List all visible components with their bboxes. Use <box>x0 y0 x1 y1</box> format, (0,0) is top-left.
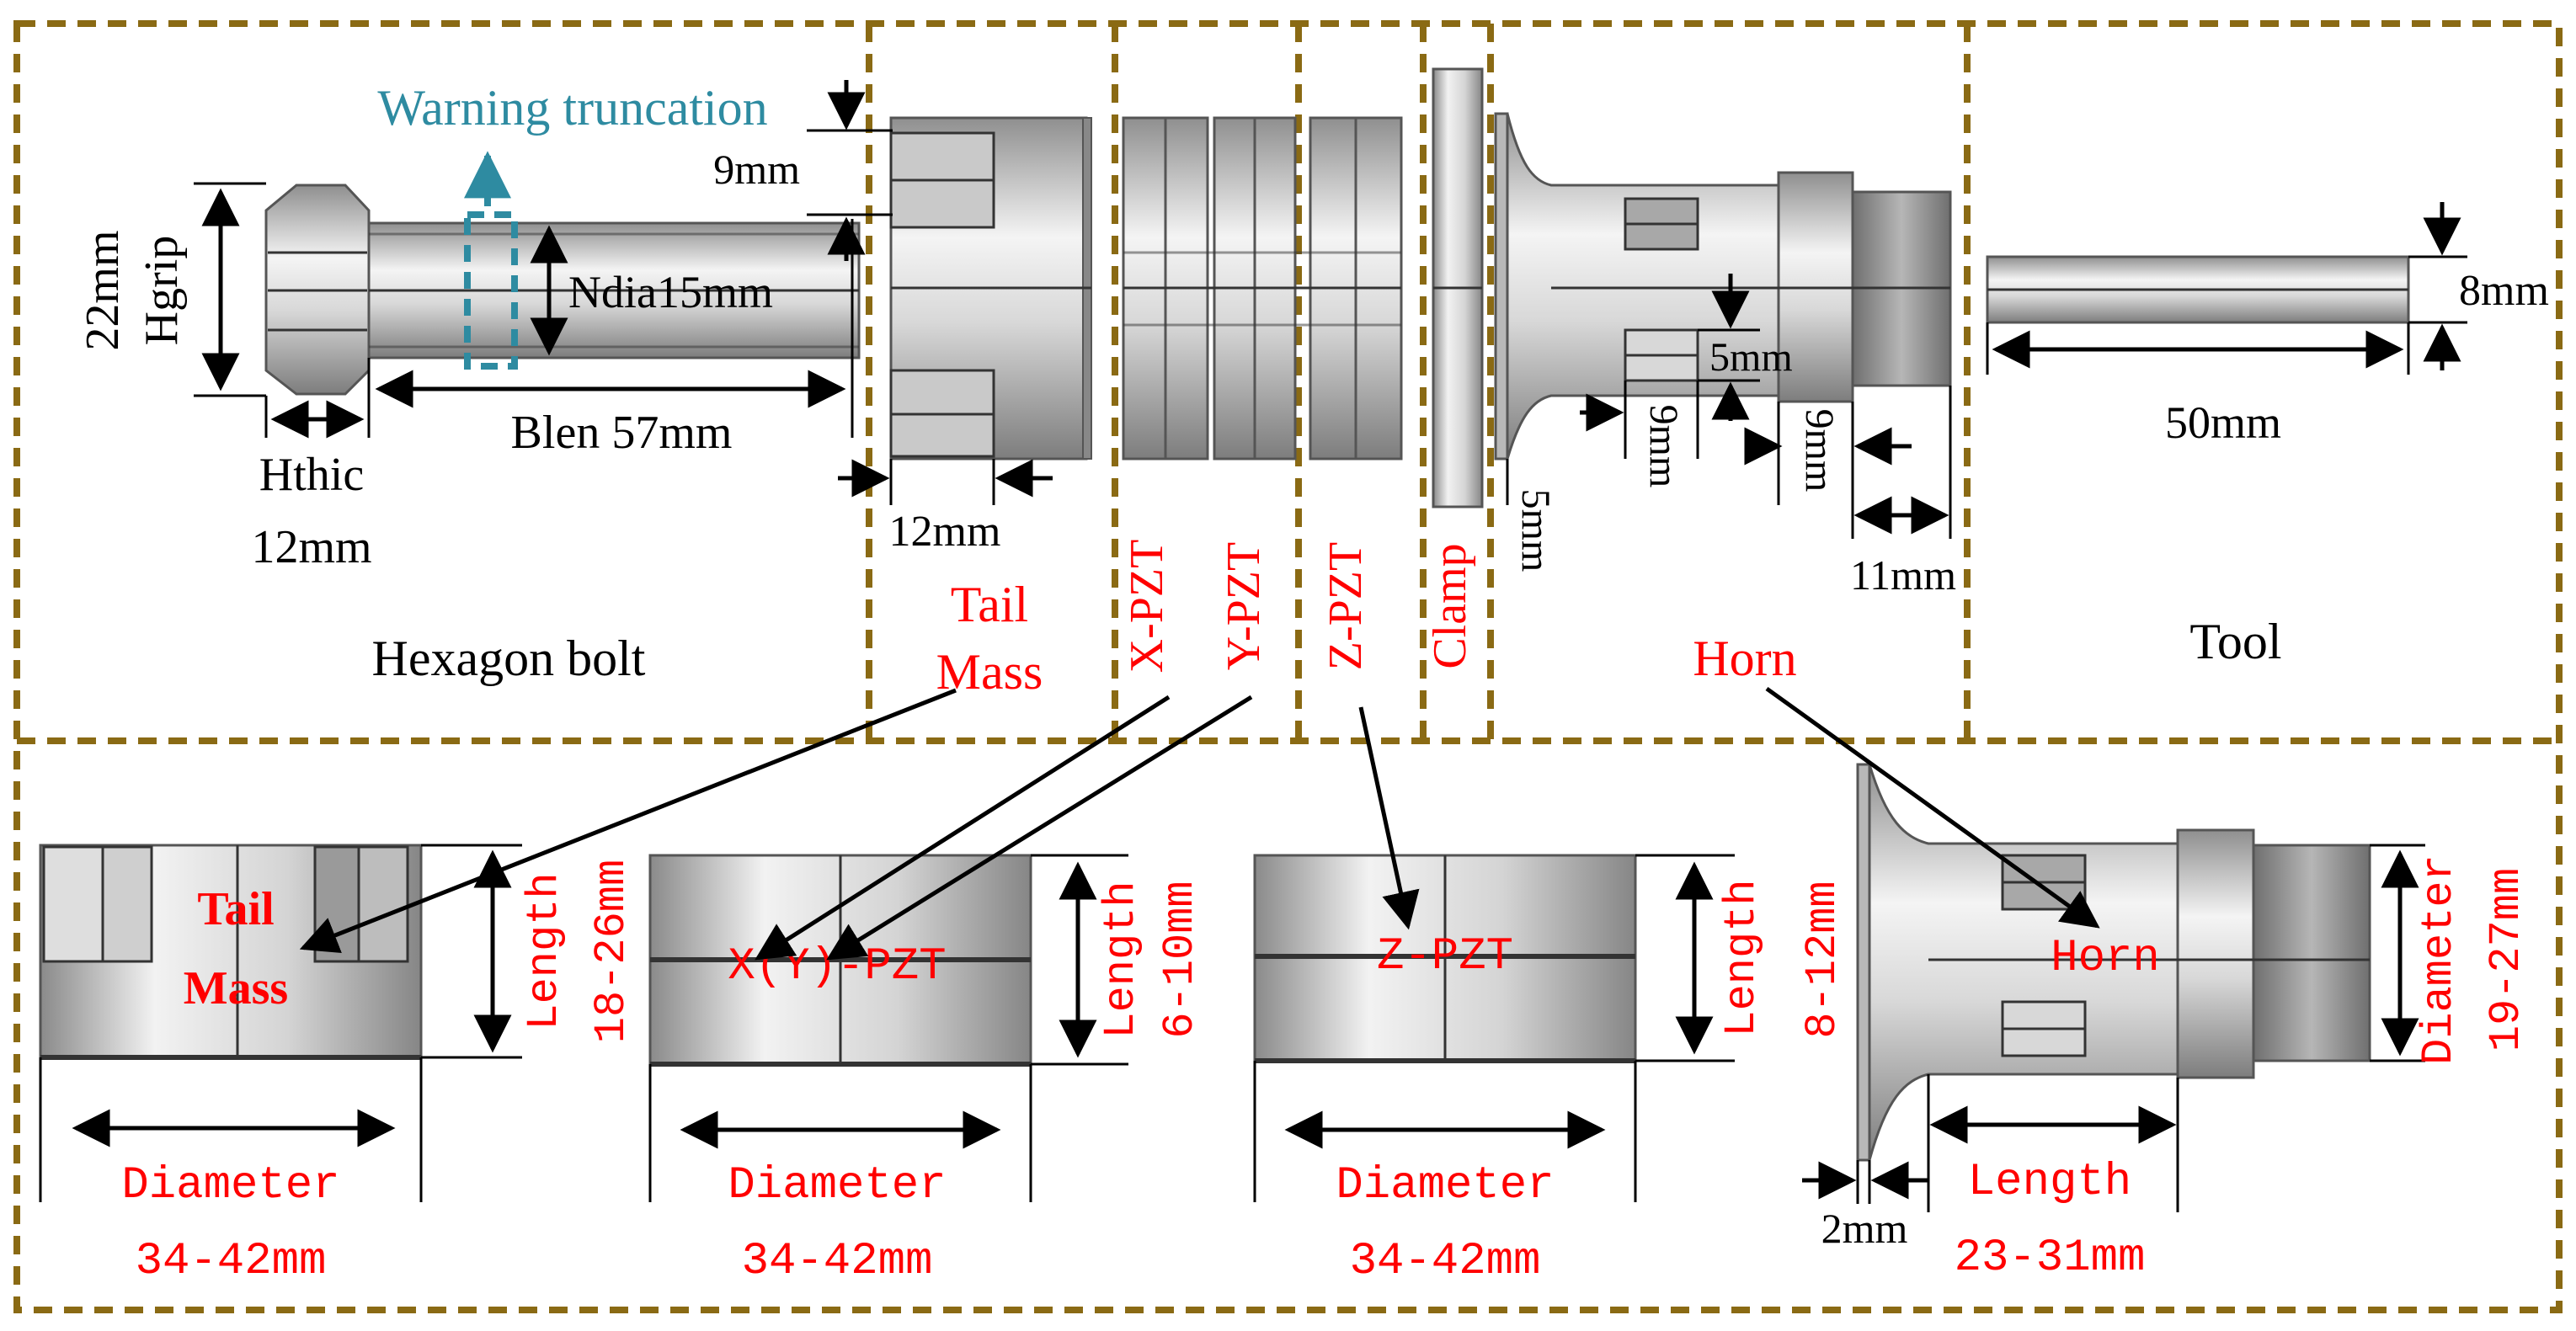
z-pzt-length-label: Length <box>1717 879 1767 1036</box>
section-frames <box>13 20 2563 1313</box>
leader-tail-mass <box>299 688 957 954</box>
z-pzt-name: Z-PZT <box>1377 931 1513 982</box>
pzt-stack-top: X-PZT Y-PZT Z-PZT <box>1121 116 1403 673</box>
horn-detail-collar <box>2176 828 2255 1079</box>
leader-horn <box>1765 686 2100 929</box>
horn-dim-5mm-flange: 5mm <box>1513 489 1558 572</box>
horn-dia-label: Diameter <box>2414 855 2464 1065</box>
hthic-label: Hthic <box>259 449 364 501</box>
tail-mass-detail-name-line1: Tail <box>197 883 274 935</box>
warning-truncation-label: Warning truncation <box>377 80 767 136</box>
xy-pzt-dia-label: Diameter <box>728 1160 946 1211</box>
horn-name-top: Horn <box>1693 631 1796 686</box>
tail-mass-length-label: Length <box>520 872 569 1030</box>
xy-pzt-detail: X(Y)-PZT Length 6-10mm Diameter 34-42mm <box>648 854 1205 1287</box>
z-pzt-label: Z-PZT <box>1320 542 1372 670</box>
tail-mass-detail-slot-2 <box>101 845 153 963</box>
tool-dim-8mm: 8mm <box>2459 267 2549 315</box>
z-pzt-dia-range: 34-42mm <box>1350 1236 1541 1287</box>
xy-pzt-length-label: Length <box>1096 881 1146 1038</box>
hexagon-bolt-name: Hexagon bolt <box>372 631 646 686</box>
tail-mass-top: 9mm 12mm Tail Mass <box>713 80 1092 700</box>
leader-x-pzt <box>755 695 1171 961</box>
horn-detail-tip <box>2252 844 2371 1062</box>
tail-mass-detail: Tail Mass Length 18-26mm Diameter 34-42m… <box>39 844 637 1287</box>
clamp-top: Clamp <box>1424 67 1484 669</box>
y-pzt-label: Y-PZT <box>1218 542 1270 670</box>
tail-mass-dia-label: Diameter <box>121 1160 339 1211</box>
horn-top: 5mm 5mm 9mm 9mm 11mm Horn <box>1494 112 1956 686</box>
tool-top: 8mm 50mm Tool <box>1986 202 2549 669</box>
leader-y-pzt <box>826 695 1253 961</box>
ndia-label: Ndia15mm <box>568 267 773 317</box>
tail-mass-length-range: 18-26mm <box>587 860 637 1043</box>
hgrip-value: 22mm <box>77 230 129 350</box>
hgrip-label: Hgrip <box>136 236 188 346</box>
clamp-label: Clamp <box>1424 543 1476 668</box>
z-pzt-detail: Z-PZT Length Diameter 34-42mm <box>1253 854 1767 1287</box>
tail-mass-dim-9mm: 9mm <box>713 146 800 193</box>
truncation-zone <box>464 211 518 370</box>
horn-detail: Horn 8-12mm 2mm Length 23-31mm Diameter … <box>1798 763 2531 1284</box>
z-pzt-dia-label: Diameter <box>1336 1160 1554 1211</box>
horn-length-label: Length <box>1968 1157 2131 1208</box>
horn-length-range: 23-31mm <box>1955 1233 2146 1284</box>
horn-dia-range: 19-27mm <box>2482 868 2531 1051</box>
horn-dim-9mm-slot: 9mm <box>1641 405 1686 488</box>
horn-flange-thickness: 2mm <box>1821 1205 1908 1252</box>
horn-detail-flange <box>1856 763 1871 1162</box>
tail-mass-detail-name-line2: Mass <box>184 962 288 1014</box>
horn-dim-9mm-collar: 9mm <box>1797 409 1842 492</box>
blen-label: Blen 57mm <box>511 407 733 459</box>
outer-frame <box>13 20 2563 1313</box>
tool-name: Tool <box>2189 614 2281 669</box>
horn-flange-range: 8-12mm <box>1798 881 1848 1038</box>
tail-mass-dim-12mm: 12mm <box>889 508 1001 556</box>
horn-dim-5mm-slot: 5mm <box>1709 335 1793 380</box>
tail-mass-detail-slot-3 <box>313 845 360 963</box>
x-pzt-label: X-PZT <box>1121 540 1173 673</box>
horn-dim-11mm: 11mm <box>1850 551 1956 599</box>
horn-flange <box>1494 112 1509 461</box>
horn-detail-name: Horn <box>2051 933 2160 984</box>
tail-mass-name-line1: Tail <box>951 577 1028 632</box>
tail-mass-detail-slot-4 <box>357 845 409 963</box>
tail-mass-detail-slot-1 <box>42 845 104 963</box>
xy-pzt-name: X(Y)-PZT <box>728 941 946 993</box>
hthic-value: 12mm <box>251 521 371 573</box>
xy-pzt-dia-range: 34-42mm <box>742 1236 933 1287</box>
hexagon-bolt: Warning truncation 22mm Hgrip Ndia15mm B… <box>77 80 861 686</box>
leader-arrows <box>299 686 2100 961</box>
tool-dim-50mm: 50mm <box>2165 397 2281 448</box>
xy-pzt-length-range: 6-10mm <box>1155 881 1205 1038</box>
tail-mass-dia-range: 34-42mm <box>136 1236 327 1287</box>
leader-z-pzt <box>1358 706 1420 930</box>
